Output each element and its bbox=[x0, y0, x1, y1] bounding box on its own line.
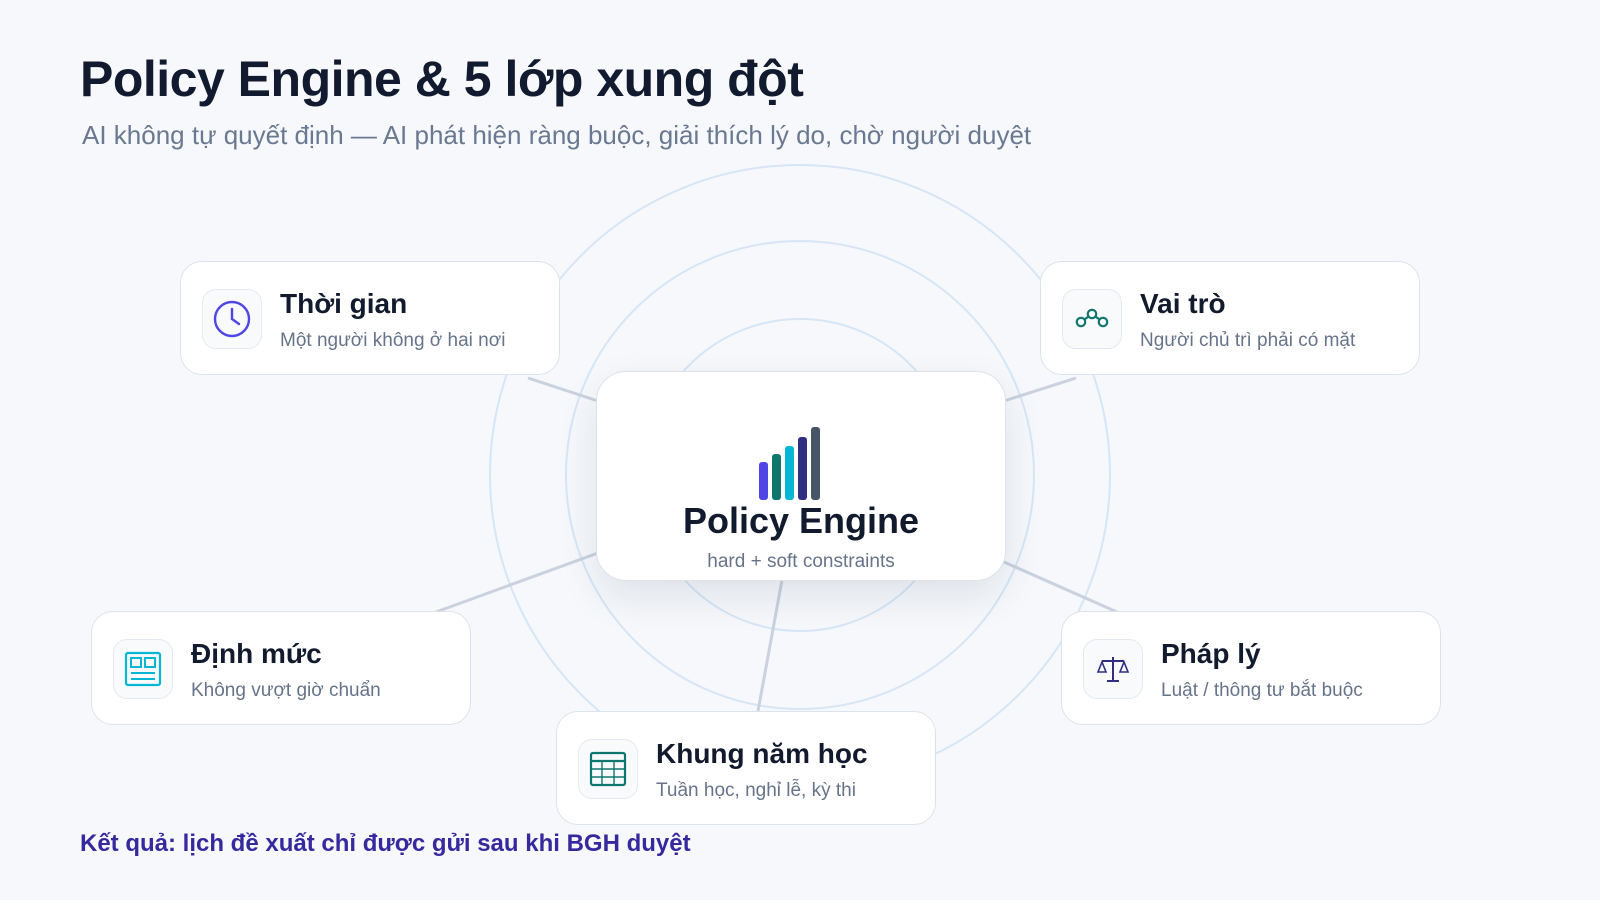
policy-engine-card[interactable]: Policy Engine hard + soft constraints bbox=[596, 371, 1006, 581]
layer-title: Khung năm học bbox=[656, 738, 868, 769]
layer-title: Vai trò bbox=[1140, 288, 1226, 319]
clock-icon bbox=[202, 289, 262, 349]
people-network-icon bbox=[1062, 289, 1122, 349]
connector-legal bbox=[1003, 560, 1118, 614]
bar-3 bbox=[785, 446, 794, 500]
engine-title: Policy Engine bbox=[682, 500, 920, 541]
layer-subtitle: Luật / thông tư bắt buộc bbox=[1161, 680, 1363, 701]
layer-subtitle: Không vượt giờ chuẩn bbox=[191, 680, 381, 701]
layer-subtitle: Tuần học, nghỉ lễ, kỳ thi bbox=[656, 780, 856, 801]
layer-subtitle: Người chủ trì phải có mặt bbox=[1140, 330, 1356, 351]
middle-ring bbox=[565, 240, 1035, 710]
result-note: Kết quả: lịch đề xuất chỉ được gửi sau k… bbox=[80, 830, 691, 857]
scales-icon bbox=[1083, 639, 1143, 699]
connector-calendar bbox=[756, 579, 784, 712]
layer-title: Thời gian bbox=[280, 288, 408, 319]
layer-card-time[interactable]: Thời gian Một người không ở hai nơi bbox=[180, 261, 560, 375]
bar-2 bbox=[772, 454, 781, 500]
bar-chart-icon bbox=[759, 427, 820, 500]
layer-subtitle: Một người không ở hai nơi bbox=[280, 330, 506, 351]
connector-time bbox=[527, 376, 599, 403]
layer-card-role[interactable]: Vai trò Người chủ trì phải có mặt bbox=[1040, 261, 1420, 375]
dashboard-icon bbox=[113, 639, 173, 699]
page-subtitle: AI không tự quyết định — AI phát hiện rà… bbox=[82, 120, 1032, 150]
connector-quota bbox=[435, 551, 599, 614]
connector-role bbox=[1003, 376, 1077, 403]
layer-title: Pháp lý bbox=[1161, 638, 1261, 669]
layer-card-legal[interactable]: Pháp lý Luật / thông tư bắt buộc bbox=[1061, 611, 1441, 725]
layer-card-quota[interactable]: Định mức Không vượt giờ chuẩn bbox=[91, 611, 471, 725]
page-title: Policy Engine & 5 lớp xung đột bbox=[80, 51, 804, 107]
calendar-grid-icon bbox=[578, 739, 638, 799]
layer-card-calendar[interactable]: Khung năm học Tuần học, nghỉ lễ, kỳ thi bbox=[556, 711, 936, 825]
bar-4 bbox=[798, 437, 807, 500]
bar-1 bbox=[759, 462, 768, 500]
engine-subtitle: hard + soft constraints bbox=[707, 551, 895, 572]
layer-title: Định mức bbox=[191, 638, 322, 669]
bar-5 bbox=[811, 427, 820, 500]
